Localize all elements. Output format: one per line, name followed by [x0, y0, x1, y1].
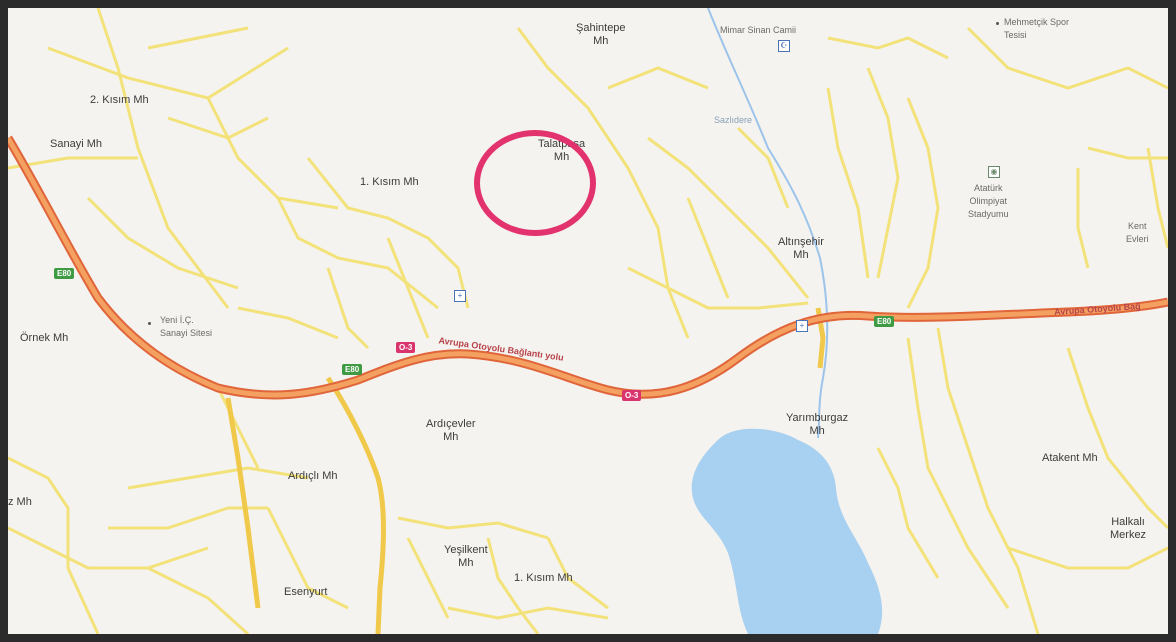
hospital-icon[interactable]: +	[454, 290, 466, 302]
training-dot	[996, 22, 999, 25]
label-training: Mehmetçik Spor Tesisi	[1004, 17, 1070, 40]
label-sanayi: Sanayi Mh	[50, 138, 102, 150]
lake-shape	[691, 428, 883, 634]
label-mosque: Mimar Sinan Camii	[720, 25, 797, 35]
label-ardicevler: Ardıçevler Mh	[426, 418, 476, 443]
label-atakent: Atakent Mh	[1042, 452, 1098, 464]
hospital-icon-east[interactable]: +	[796, 320, 808, 332]
label-yesilkent: Yeşilkent Mh	[444, 544, 488, 569]
highlight-circle	[474, 130, 596, 236]
shield-e80-west: E80	[54, 268, 75, 279]
mosque-icon[interactable]: ☪	[778, 40, 790, 52]
label-west-edge: z Mh	[8, 496, 32, 508]
shield-e80-center: E80	[342, 364, 363, 375]
label-east-edge: Kent Evleri	[1126, 221, 1149, 244]
label-ornek: Örnek Mh	[20, 332, 69, 344]
label-lake-name: Sazlıdere	[714, 115, 753, 125]
label-altinsehir: Altınşehir Mh	[778, 236, 824, 261]
label-1-kisim-north: 1. Kısım Mh	[360, 176, 419, 188]
shield-o3-center: O-3	[622, 390, 642, 401]
map-canvas[interactable]: Şahintepe Mh 2. Kısım Mh Sanayi Mh 1. Kı…	[8, 8, 1168, 634]
river-line	[707, 8, 829, 439]
industry-dot	[148, 322, 151, 325]
motorway-line	[8, 136, 1168, 398]
label-esenyurt: Esenyurt	[284, 586, 328, 598]
stadium-icon[interactable]: ◉	[988, 166, 1000, 178]
label-industry: Yeni İ.Ç. Sanayi Sitesi	[160, 315, 213, 338]
label-stadium: Atatürk Olimpiyat Stadyumu	[968, 183, 1009, 219]
label-2-kisim: 2. Kısım Mh	[90, 94, 149, 106]
map-roads-layer	[8, 8, 1168, 634]
label-sahintepe: Şahintepe Mh	[576, 22, 626, 47]
label-halkali: Halkalı Merkez	[1110, 516, 1147, 541]
minor-roads	[8, 8, 1168, 634]
label-1-kisim-south: 1. Kısım Mh	[514, 572, 573, 584]
label-yarimburgaz: Yarımburgaz Mh	[786, 412, 849, 437]
shield-o3-west: O-3	[396, 342, 416, 353]
shield-e80-east: E80	[874, 316, 895, 327]
label-ardicli: Ardıçlı Mh	[288, 470, 338, 482]
